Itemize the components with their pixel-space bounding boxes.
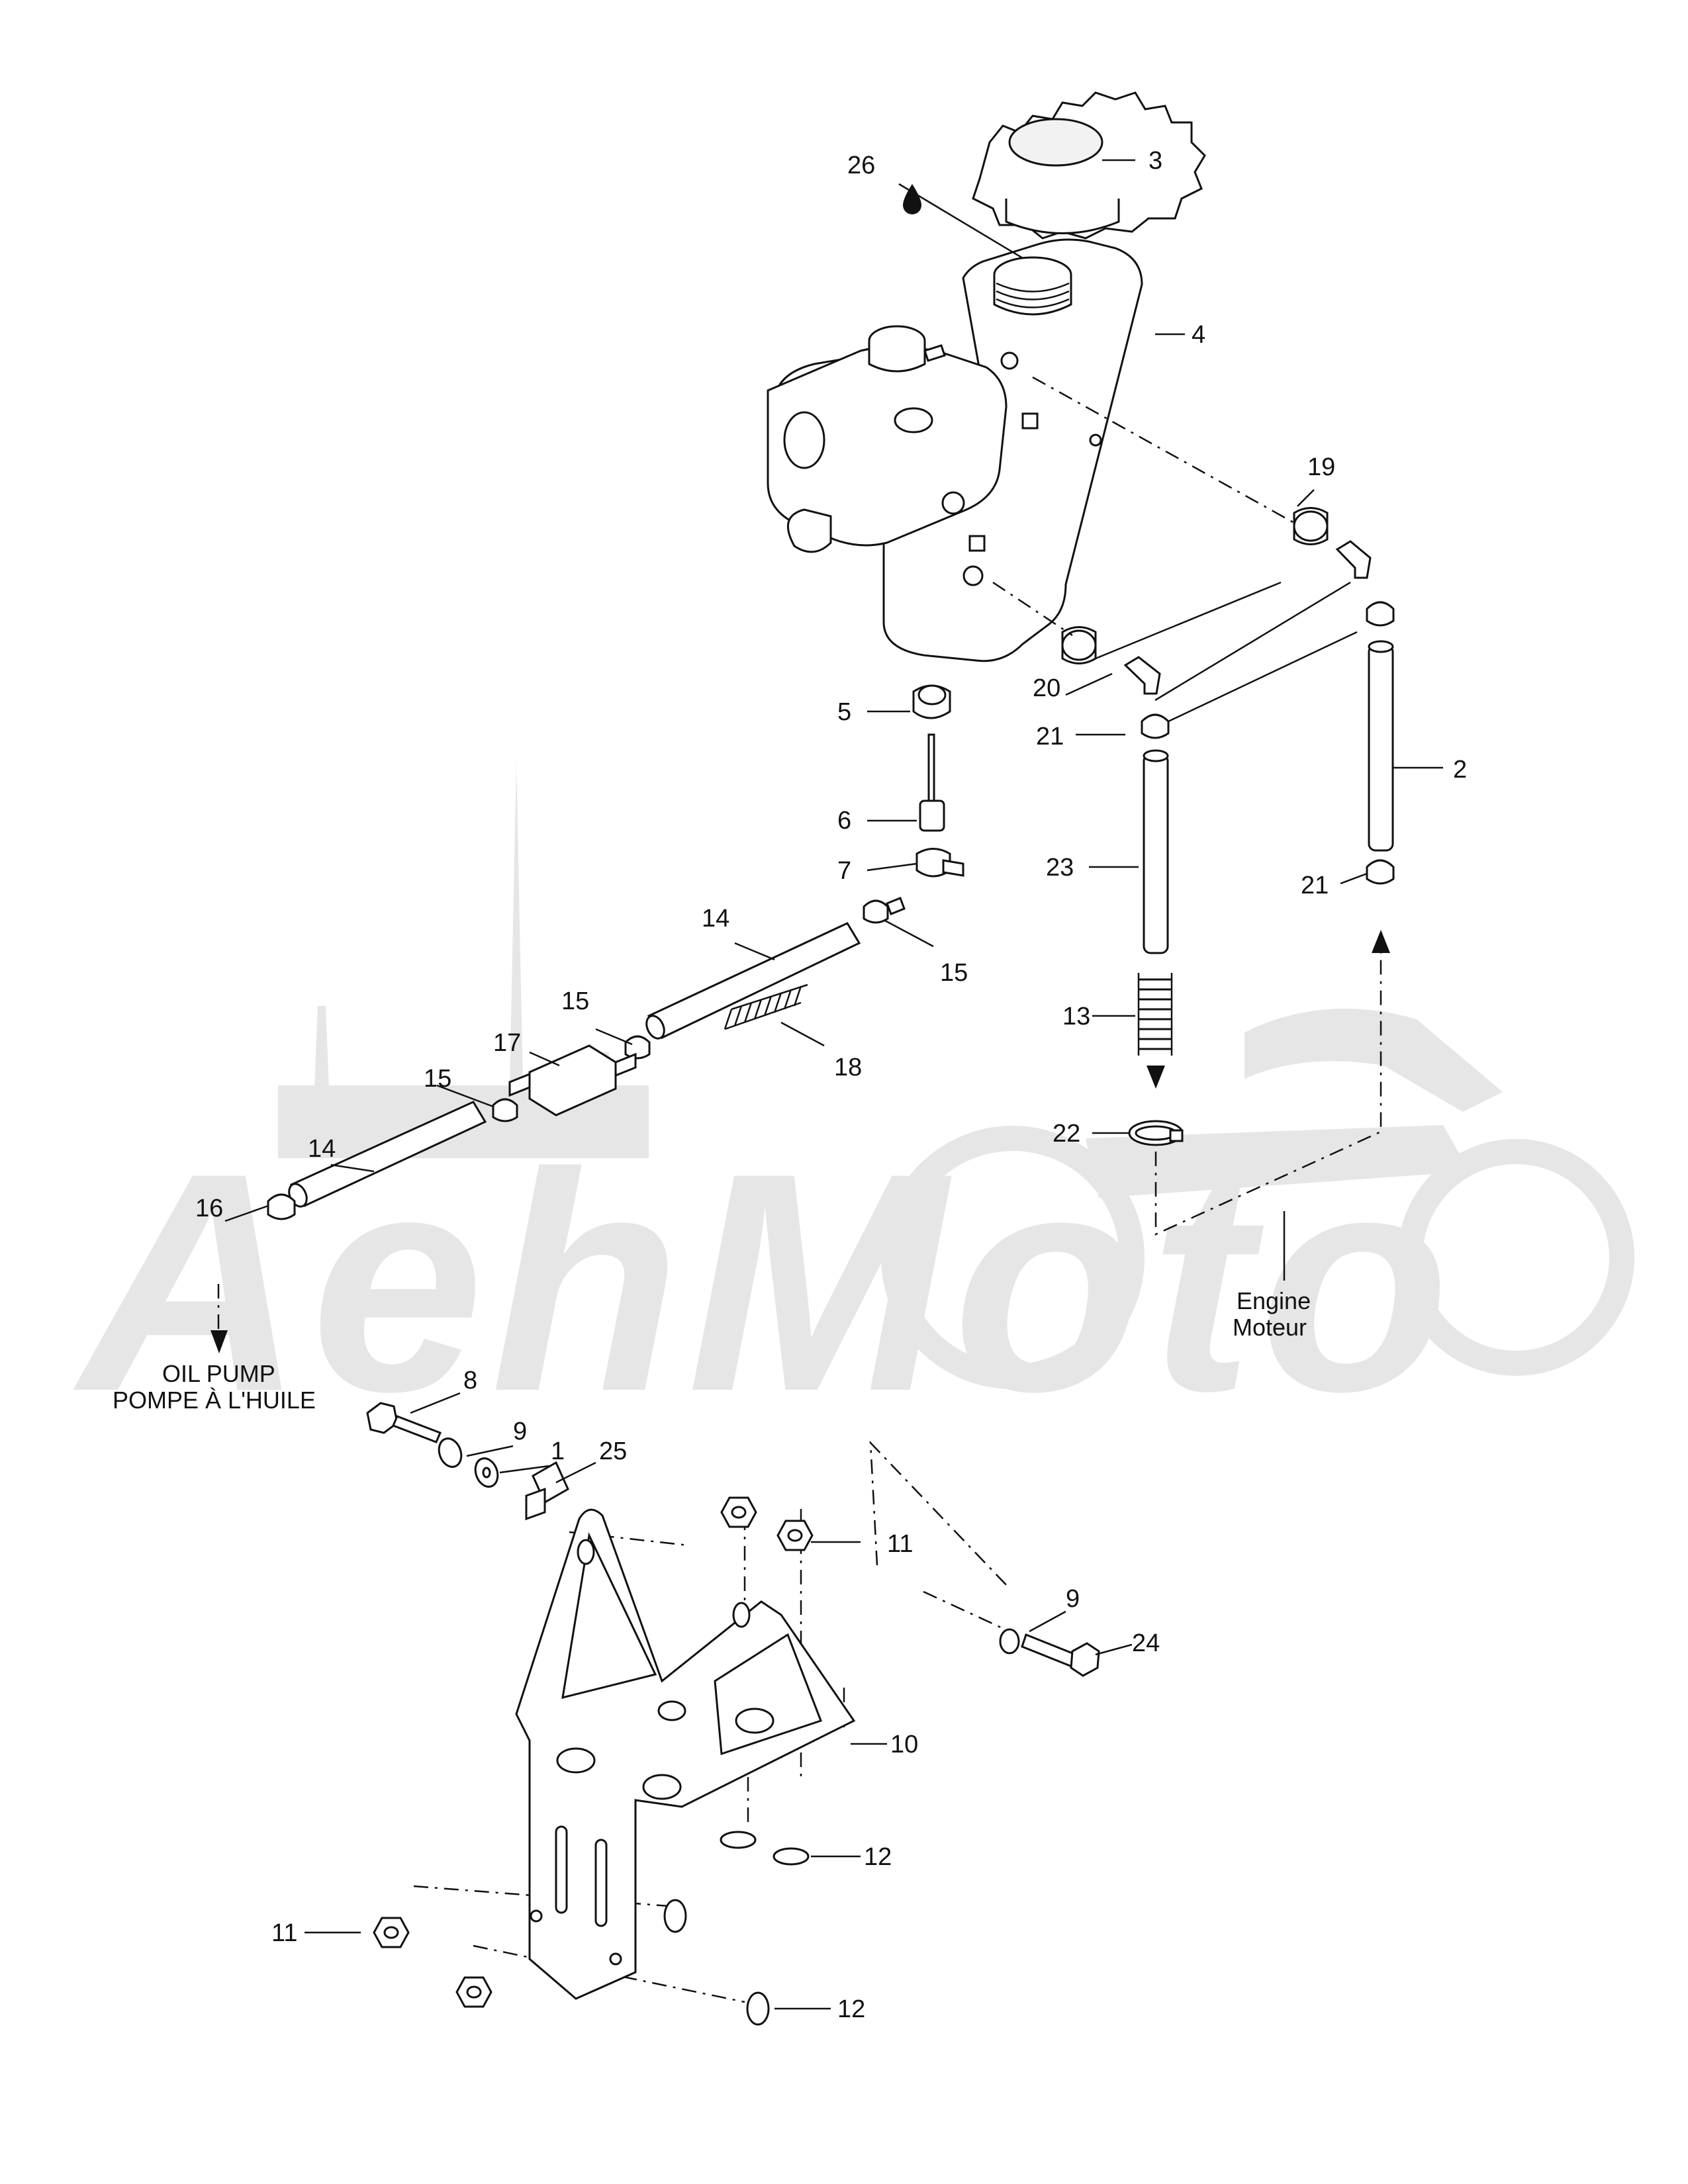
callout-2: 2 xyxy=(1453,756,1467,784)
callout-1: 1 xyxy=(551,1437,565,1465)
callout-4: 4 xyxy=(1192,321,1205,349)
watermark-text: AehMoto xyxy=(70,1109,1456,1456)
callout-19: 19 xyxy=(1307,453,1335,481)
callout-14-upper: 14 xyxy=(702,905,729,933)
callout-12-upper: 12 xyxy=(864,1843,892,1871)
engine-label-fr: Moteur xyxy=(1233,1314,1307,1341)
oil-drop-icon xyxy=(903,184,921,214)
callout-21-upper: 21 xyxy=(1036,723,1064,751)
callout-20: 20 xyxy=(1033,674,1060,702)
callout-11-upper: 11 xyxy=(887,1530,913,1558)
callout-16: 16 xyxy=(195,1195,223,1222)
callout-18: 18 xyxy=(834,1054,862,1081)
callout-12-lower: 12 xyxy=(837,1995,865,2023)
callout-9-left: 9 xyxy=(513,1418,527,1445)
callout-22: 22 xyxy=(1053,1120,1080,1148)
callout-11-lower: 11 xyxy=(271,1919,297,1947)
vent-fittings xyxy=(1061,507,1395,1146)
callout-17: 17 xyxy=(493,1029,521,1057)
callout-3: 3 xyxy=(1149,147,1162,175)
destination-notes: Engine Moteur OIL PUMP POMPE À L'HUILE xyxy=(113,1287,1311,1414)
callout-24: 24 xyxy=(1132,1629,1160,1657)
callout-5: 5 xyxy=(837,698,851,726)
engine-label: Engine xyxy=(1237,1287,1311,1314)
feed-line-parts xyxy=(211,684,964,1353)
callout-15-lower: 15 xyxy=(424,1065,451,1093)
callout-23: 23 xyxy=(1046,854,1074,882)
tank-cap xyxy=(972,91,1206,240)
callout-15-mid: 15 xyxy=(561,987,589,1015)
callout-25: 25 xyxy=(599,1437,627,1465)
callout-13: 13 xyxy=(1062,1003,1090,1030)
callout-7: 7 xyxy=(837,857,851,885)
callout-8: 8 xyxy=(463,1367,477,1394)
oil-tank xyxy=(767,238,1143,662)
callout-9-right: 9 xyxy=(1066,1585,1080,1613)
callout-6: 6 xyxy=(837,807,851,835)
oil-pump-label-fr: POMPE À L'HUILE xyxy=(113,1387,316,1414)
callout-10: 10 xyxy=(890,1731,918,1758)
leader-lines xyxy=(224,159,1443,2010)
callout-14-lower: 14 xyxy=(308,1135,336,1163)
callout-15-upper: 15 xyxy=(940,959,968,987)
callout-labels: 3 26 4 19 20 21 2 5 6 7 23 21 13 22 15 1… xyxy=(195,147,1467,2023)
watermark-logo: AehMoto xyxy=(70,761,1634,1456)
callout-21-lower: 21 xyxy=(1301,872,1329,899)
oil-pump-label: OIL PUMP xyxy=(162,1360,275,1387)
callout-26: 26 xyxy=(847,152,875,179)
mounting-bracket xyxy=(366,1402,1100,2026)
